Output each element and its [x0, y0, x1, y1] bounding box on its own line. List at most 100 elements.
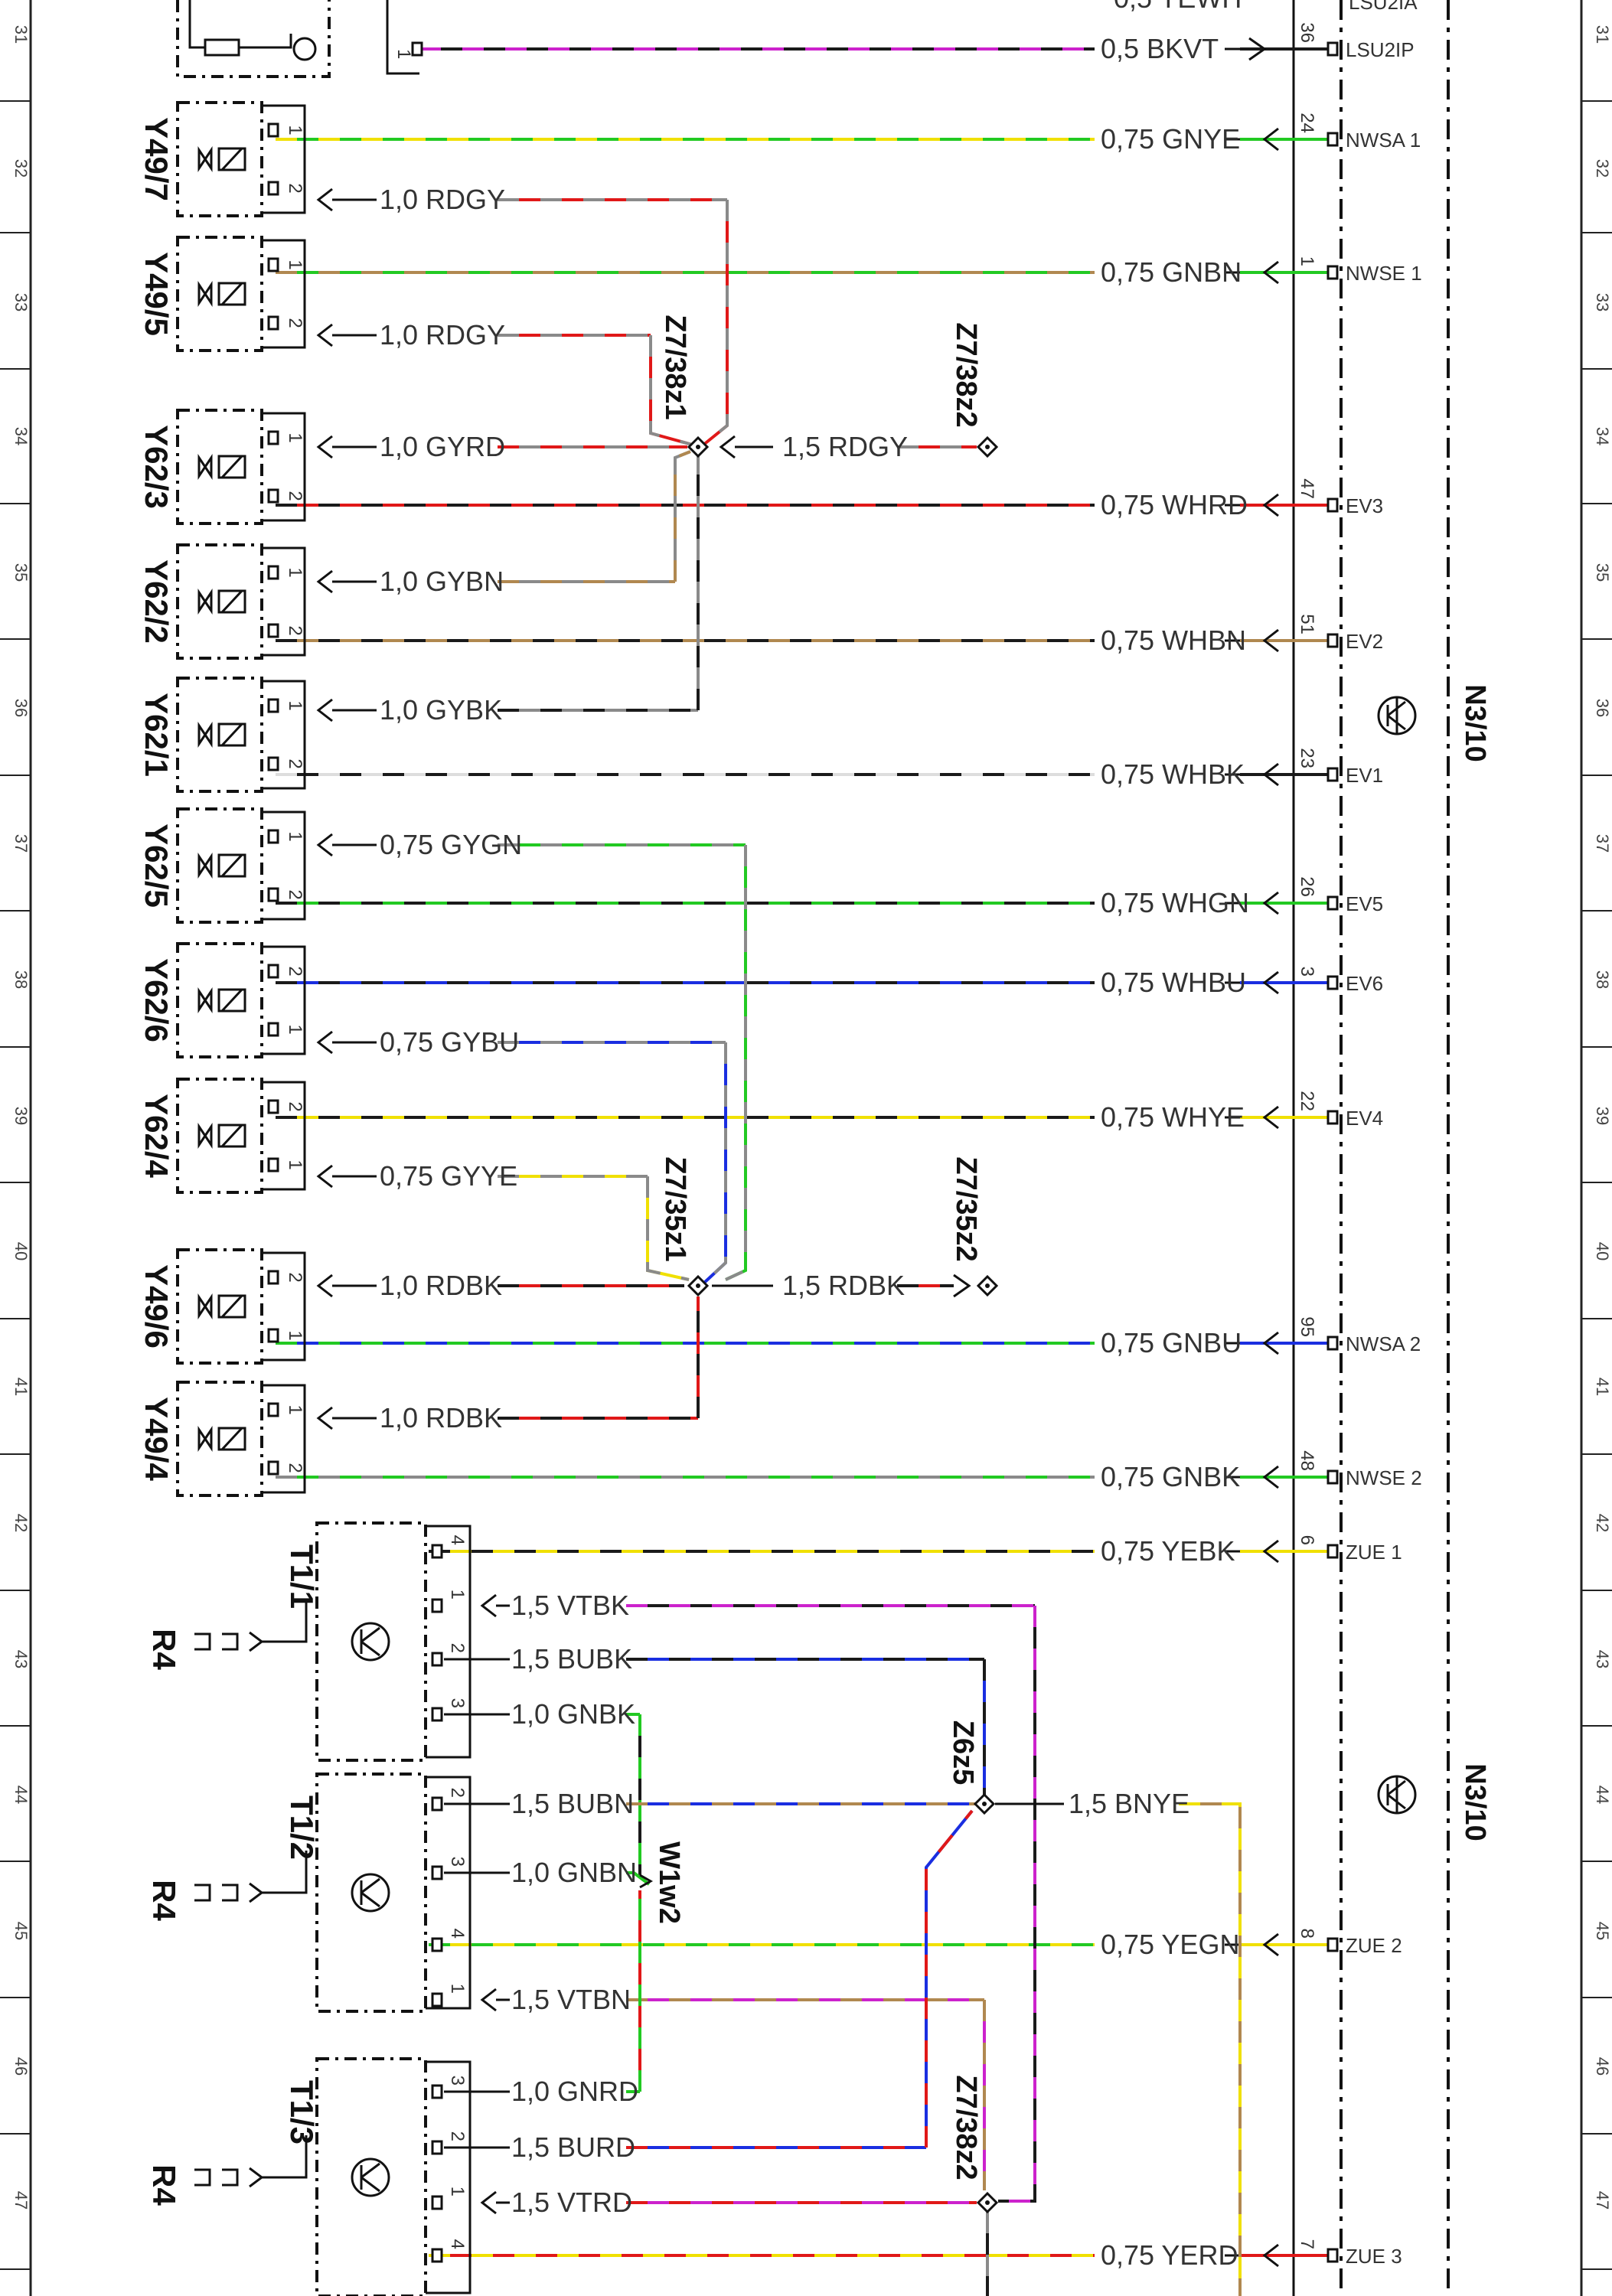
pin-terminal-icon — [1326, 41, 1339, 57]
wire-label: 1,5 VTBK — [511, 1590, 629, 1621]
row-number-left: 42 — [11, 1514, 31, 1532]
coil-slash — [220, 1294, 243, 1319]
row-number-right: 36 — [1593, 699, 1612, 717]
pin-number: 2 — [285, 1463, 305, 1473]
splice-label: Z7/35z2 — [950, 1156, 982, 1261]
coil-slash — [220, 147, 243, 171]
wire-label: 0,75 GYGN — [380, 829, 522, 860]
arrow-left-icon — [316, 1030, 333, 1055]
pin-number: 2 — [447, 1643, 468, 1653]
row-number-left: 37 — [11, 834, 31, 853]
wire-gybn-up — [674, 450, 691, 582]
wire-vtbk-down — [998, 1606, 1036, 2203]
solenoid-box — [176, 677, 263, 793]
pin-label: NWSA 2 — [1346, 1332, 1421, 1355]
pin-number: 2 — [285, 1272, 305, 1282]
splice-dot-icon — [982, 1802, 987, 1806]
pin-number: 23 — [1297, 748, 1317, 768]
pin-number: 1 — [285, 1330, 305, 1340]
splice-dot-icon — [696, 1283, 700, 1288]
pin-terminal-icon — [431, 2084, 443, 2099]
sensor-label: R4 — [146, 2164, 182, 2206]
ignition-connector — [426, 1525, 472, 1759]
valve-icon — [197, 853, 213, 879]
splice-label: Z7/38z1 — [659, 315, 691, 419]
pin-terminal-icon — [267, 488, 279, 504]
arrow-left-icon — [480, 1988, 497, 2012]
ignition-connector — [426, 1776, 472, 2010]
pin-terminal-icon — [267, 698, 279, 713]
pin-number: 3 — [1297, 967, 1317, 977]
sensor-label: R4 — [146, 1880, 182, 1921]
pin-label: EV4 — [1346, 1107, 1383, 1130]
pin-number: 1 — [447, 1590, 468, 1600]
solenoid-connector — [262, 239, 306, 349]
row-number-left: 41 — [11, 1378, 31, 1396]
solenoid-connector — [262, 680, 306, 790]
component-label: Y62/2 — [139, 559, 175, 644]
pin-label: NWSE 1 — [1346, 262, 1422, 285]
wire-label: 1,0 RDBK — [380, 1402, 502, 1433]
wire-label: 1,5 BURD — [511, 2131, 635, 2163]
wire-label: 1,5 VTRD — [511, 2187, 632, 2218]
wire-label: 1,0 GNBK — [511, 1698, 635, 1730]
coil-slash — [220, 282, 243, 306]
wire-bnye — [1179, 1802, 1242, 2296]
valve-icon — [197, 454, 213, 480]
sensor-connector-icon — [194, 1851, 308, 1903]
splice-dot-icon — [696, 445, 700, 449]
component-label: Y62/3 — [139, 425, 175, 509]
solenoid-box — [176, 1381, 263, 1497]
arrow-left-icon — [316, 698, 333, 722]
row-number-right: 42 — [1593, 1514, 1612, 1532]
pin-terminal-icon — [1326, 2248, 1339, 2263]
pin-terminal-icon — [267, 1157, 279, 1172]
control-unit-label: N3/10 — [1459, 684, 1491, 762]
wire-label: 1,5 BUBN — [511, 1788, 634, 1819]
row-number-right: 47 — [1593, 2191, 1612, 2210]
arrow-left-icon — [316, 435, 333, 459]
arrow-left-icon — [1262, 127, 1279, 152]
pin-terminal-icon — [431, 1598, 443, 1613]
pin-terminal-icon — [1326, 1937, 1339, 1952]
pin-terminal-icon — [267, 1270, 279, 1285]
wire-label: 0,75 YEGN — [1101, 1929, 1239, 1960]
pin-number: 3 — [447, 1857, 468, 1867]
solenoid-connector — [262, 945, 306, 1055]
pin-label: EV2 — [1346, 630, 1383, 653]
valve-icon — [197, 589, 213, 615]
coil-slash — [220, 988, 243, 1013]
wire-rdgy-1-down-stripe — [701, 200, 729, 447]
valve-icon — [197, 722, 213, 748]
wire-gygn-down-stripe — [725, 845, 747, 1281]
wire-label: 0,75 WHBN — [1101, 625, 1246, 656]
arrow-left-icon — [1262, 1465, 1279, 1489]
pin-number: 1 — [285, 432, 305, 442]
pin-terminal-icon — [1326, 895, 1339, 911]
row-number-left: 34 — [11, 427, 31, 445]
pin-terminal-icon — [431, 1865, 443, 1880]
row-number-right: 41 — [1593, 1378, 1612, 1396]
pin-terminal-icon — [1326, 1469, 1339, 1485]
pin-number: 36 — [1297, 22, 1317, 43]
transistor-icon — [351, 1622, 390, 1662]
coil-slash — [220, 1124, 243, 1148]
row-number-right: 40 — [1593, 1242, 1612, 1261]
splice-dot-icon — [985, 1283, 990, 1288]
splice-label: Z7/35z1 — [659, 1156, 691, 1261]
wire-label: 0,75 WHBK — [1101, 758, 1245, 790]
row-number-left: 47 — [11, 2191, 31, 2210]
solenoid-box — [176, 1248, 263, 1365]
solenoid-box — [176, 101, 263, 217]
ignition-module-box — [315, 1521, 427, 1762]
row-number-right: 31 — [1593, 25, 1612, 44]
row-number-right: 38 — [1593, 970, 1612, 989]
pin-terminal-icon — [267, 1022, 279, 1037]
pin-number: 1 — [285, 831, 305, 841]
pin-terminal-icon — [411, 41, 423, 57]
pin-terminal-icon — [431, 1652, 443, 1667]
wire-label: 0,75 GNBN — [1101, 256, 1242, 288]
transistor-lines-icon — [360, 1626, 380, 1657]
ignition-module-label: T1/1 — [284, 1544, 320, 1609]
